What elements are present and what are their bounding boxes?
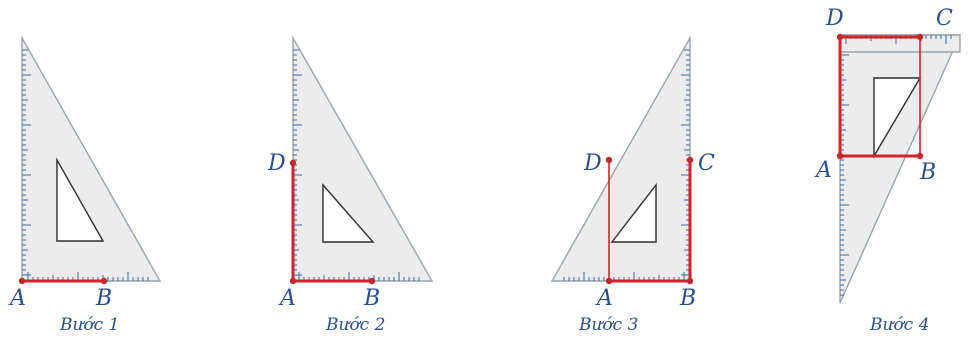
- point-a-label: A: [278, 286, 296, 311]
- step-caption: Bước 4: [869, 315, 929, 335]
- point-b-label: B: [363, 286, 380, 311]
- point-c-dot: [916, 33, 924, 41]
- point-d-label: D: [583, 151, 602, 176]
- set-square-ruler: [550, 35, 691, 282]
- point-b-label: B: [679, 286, 696, 311]
- point-c-dot: [686, 156, 694, 164]
- ruler-scale-ticks: [22, 49, 149, 281]
- point-d-label: D: [825, 6, 844, 31]
- set-square-ruler: [21, 35, 162, 282]
- point-d-label: D: [267, 151, 286, 176]
- point-b-dot: [368, 277, 376, 285]
- point-a-label: A: [814, 158, 832, 183]
- step-caption: Bước 2: [325, 315, 385, 335]
- point-d-dot: [289, 159, 297, 167]
- point-b-label: B: [919, 160, 936, 185]
- step-2-panel: A B D Bước 2: [267, 35, 434, 335]
- point-a-label: A: [595, 286, 613, 311]
- point-b-dot: [100, 277, 108, 285]
- step-4-panel: A B C D Bước 4: [814, 6, 962, 335]
- point-a-dot: [289, 277, 297, 285]
- ruler-cutout: [610, 182, 657, 243]
- step-3-panel: A B C D Bước 3: [550, 35, 715, 335]
- step-1-panel: A B Bước 1: [8, 35, 162, 335]
- point-c-label: C: [936, 6, 953, 31]
- point-b-label: B: [95, 286, 112, 311]
- ruler-cutout: [56, 157, 105, 242]
- point-a-dot: [18, 277, 26, 285]
- point-b-dot: [916, 152, 924, 160]
- ruler-cutout: [322, 183, 375, 243]
- point-a-dot: [605, 277, 613, 285]
- step-caption: Bước 3: [578, 315, 638, 335]
- ruler-cutout: [873, 77, 922, 159]
- step-caption: Bước 1: [59, 315, 119, 335]
- set-square-ruler: [292, 35, 434, 282]
- point-d-dot: [605, 156, 613, 164]
- point-a-label: A: [8, 286, 26, 311]
- point-d-dot: [836, 33, 844, 41]
- point-a-dot: [836, 152, 844, 160]
- vertical-set-square: [839, 34, 962, 304]
- point-c-label: C: [698, 151, 715, 176]
- point-b-dot: [686, 277, 694, 285]
